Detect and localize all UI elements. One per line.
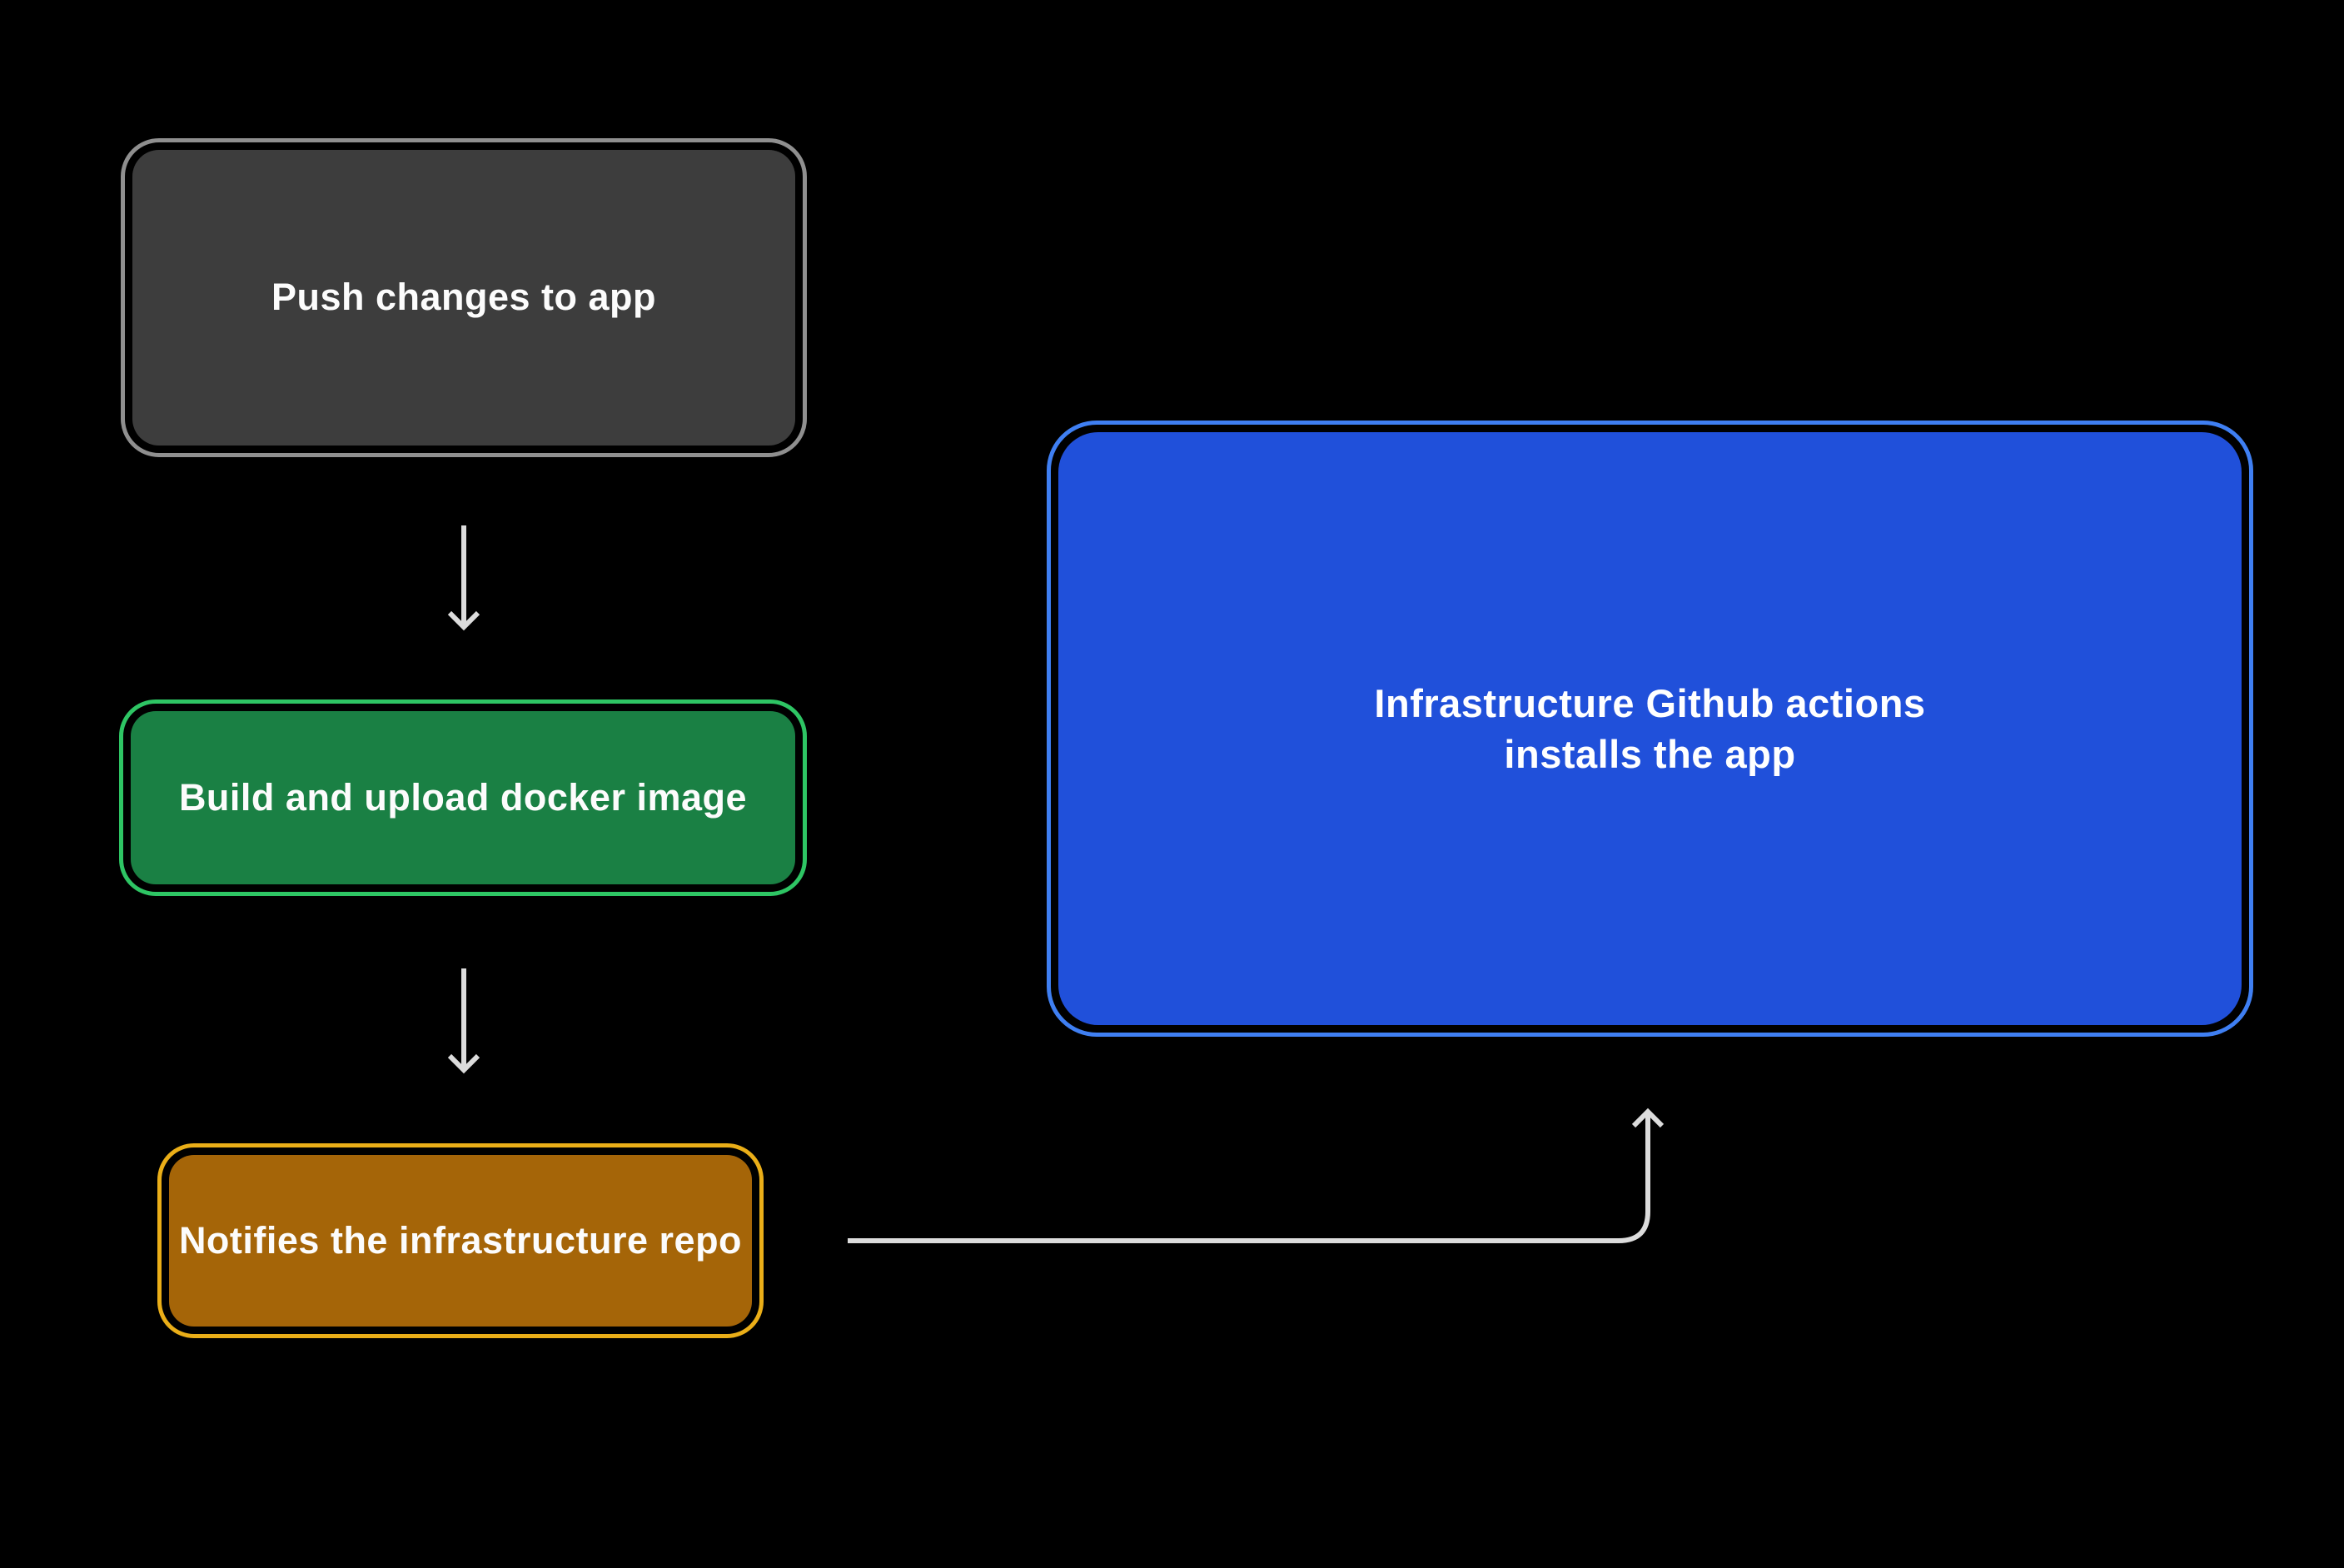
arrow-up-chevron-icon (1631, 1108, 1665, 1128)
node-label: Build and upload docker image (178, 775, 748, 819)
arrow-down-chevron-icon (447, 1053, 480, 1074)
arrow-down-chevron-icon (447, 610, 480, 631)
flow-node-notifies-infrastructure-repo[interactable]: Notifies the infrastructure repo (157, 1143, 764, 1338)
flow-node-build-upload-docker[interactable]: Build and upload docker image (119, 699, 807, 896)
arrow-push-to-build[interactable] (447, 525, 480, 631)
arrow-build-to-notify[interactable] (447, 968, 480, 1074)
node-label-line-2: installs the app (1504, 732, 1796, 776)
node-fill: Infrastructure Github actions installs t… (1058, 432, 2242, 1025)
node-fill: Push changes to app (132, 150, 795, 446)
flow-node-infrastructure-github-actions[interactable]: Infrastructure Github actions installs t… (1047, 421, 2253, 1037)
arrow-notify-to-infra[interactable] (848, 1108, 1665, 1243)
node-label-line-1: Infrastructure Github actions (1374, 680, 1926, 725)
node-fill: Build and upload docker image (131, 711, 795, 884)
flow-node-push-changes[interactable]: Push changes to app (121, 138, 807, 457)
node-label: Infrastructure Github actions installs t… (1374, 678, 1925, 779)
node-label: Push changes to app (271, 276, 657, 319)
node-fill: Notifies the infrastructure repo (169, 1155, 752, 1327)
node-label: Notifies the infrastructure repo (178, 1218, 743, 1262)
